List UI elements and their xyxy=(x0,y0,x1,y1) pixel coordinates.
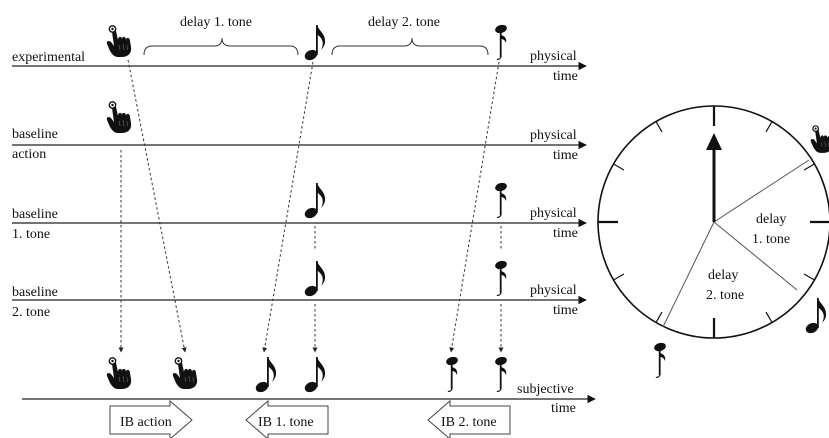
clock-delay1-label-1: delay xyxy=(756,212,786,227)
baseline-tone2-label-2: 2. tone xyxy=(12,305,50,320)
baseline-action-axis-label-2: time xyxy=(553,148,578,163)
baseline-tone2-label-1: baseline xyxy=(12,285,58,300)
eighth-note-icon xyxy=(303,261,326,298)
clock-hand-tip xyxy=(706,133,722,150)
row-experimental: experimental physical time xyxy=(12,22,587,84)
pointing-hand-icon xyxy=(106,25,132,58)
row-baseline-tone1: baseline 1. tone physical time xyxy=(12,180,587,242)
tone2-experimental-projection xyxy=(449,61,500,353)
baseline-action-label-1: baseline xyxy=(12,127,58,142)
eighth-note-icon xyxy=(303,357,326,394)
delay-1-brace-label: delay 1. tone xyxy=(180,15,252,30)
baseline-tone1-axis-label-1: physical xyxy=(530,206,577,221)
clock-tone2-line xyxy=(662,221,715,328)
delay-braces: delay 1. tone delay 2. tone xyxy=(143,15,489,56)
sixteenth-note-icon xyxy=(444,354,460,392)
subjective-axis-label-1: subjective xyxy=(517,382,574,397)
projection-arrows xyxy=(118,59,504,353)
baseline-tone1-axis-label-2: time xyxy=(553,226,578,241)
delay-2-brace xyxy=(331,37,489,56)
delay-2-brace-label: delay 2. tone xyxy=(368,15,440,30)
eighth-note-icon xyxy=(804,298,827,335)
delay-1-brace xyxy=(143,37,299,56)
baseline-action-label-2: action xyxy=(12,147,46,162)
pointing-hand-icon xyxy=(106,101,132,134)
sixteenth-note-icon xyxy=(493,354,509,392)
ib-tone1-arrow xyxy=(245,399,329,438)
experimental-axis-label-1: physical xyxy=(530,49,577,64)
tone1-experimental-projection xyxy=(262,61,314,353)
ib-tone2-arrow xyxy=(427,399,511,438)
eighth-note-icon xyxy=(303,183,326,220)
clock-tick xyxy=(765,311,773,323)
clock-ticks xyxy=(598,106,829,338)
row-baseline-action: baseline action physical time xyxy=(12,101,587,163)
pointing-hand-icon xyxy=(172,357,198,390)
ib-action-label: IB action xyxy=(120,415,172,430)
eighth-note-icon xyxy=(254,357,277,394)
clock-tick xyxy=(765,121,773,133)
clock-tone1-line xyxy=(713,221,798,291)
eighth-note-icon xyxy=(303,25,326,62)
baseline-tone2-axis-label-2: time xyxy=(553,303,578,318)
clock-tick xyxy=(803,273,815,281)
clock-tick xyxy=(803,163,815,171)
sixteenth-note-icon xyxy=(493,180,509,218)
clock-action-line xyxy=(713,159,810,223)
row-subjective: subjective time xyxy=(22,354,596,416)
ib-action-arrow xyxy=(109,399,193,438)
pointing-hand-icon xyxy=(106,357,132,390)
baseline-tone1-label-2: 1. tone xyxy=(12,227,50,242)
binding-boxes: IB action IB 1. tone IB 2. tone xyxy=(109,399,511,438)
subjective-axis-label-2: time xyxy=(551,401,576,416)
clock-delay2-label-2: 2. tone xyxy=(706,288,744,303)
sixteenth-note-icon xyxy=(493,22,509,60)
clock-tick xyxy=(613,163,625,171)
clock-tick xyxy=(613,273,625,281)
row-baseline-tone2: baseline 2. tone physical time xyxy=(12,258,587,320)
ib-tone1-label: IB 1. tone xyxy=(258,415,314,430)
sixteenth-note-icon xyxy=(493,258,509,296)
clock-tick xyxy=(655,121,663,133)
clock-delay2-label-1: delay xyxy=(708,268,738,283)
action-experimental-projection xyxy=(127,59,187,353)
sixteenth-note-icon xyxy=(652,340,668,378)
baseline-tone1-label-1: baseline xyxy=(12,207,58,222)
clock: delay 1. tone delay 2. tone xyxy=(597,105,829,378)
baseline-action-axis-label-1: physical xyxy=(530,128,577,143)
ib-tone2-label: IB 2. tone xyxy=(441,415,497,430)
baseline-tone2-axis-label-1: physical xyxy=(530,283,577,298)
experimental-label: experimental xyxy=(12,50,85,65)
clock-tick xyxy=(655,311,663,323)
experimental-axis-label-2: time xyxy=(553,69,578,84)
clock-delay1-label-2: 1. tone xyxy=(752,232,790,247)
pointing-hand-icon xyxy=(810,125,829,154)
